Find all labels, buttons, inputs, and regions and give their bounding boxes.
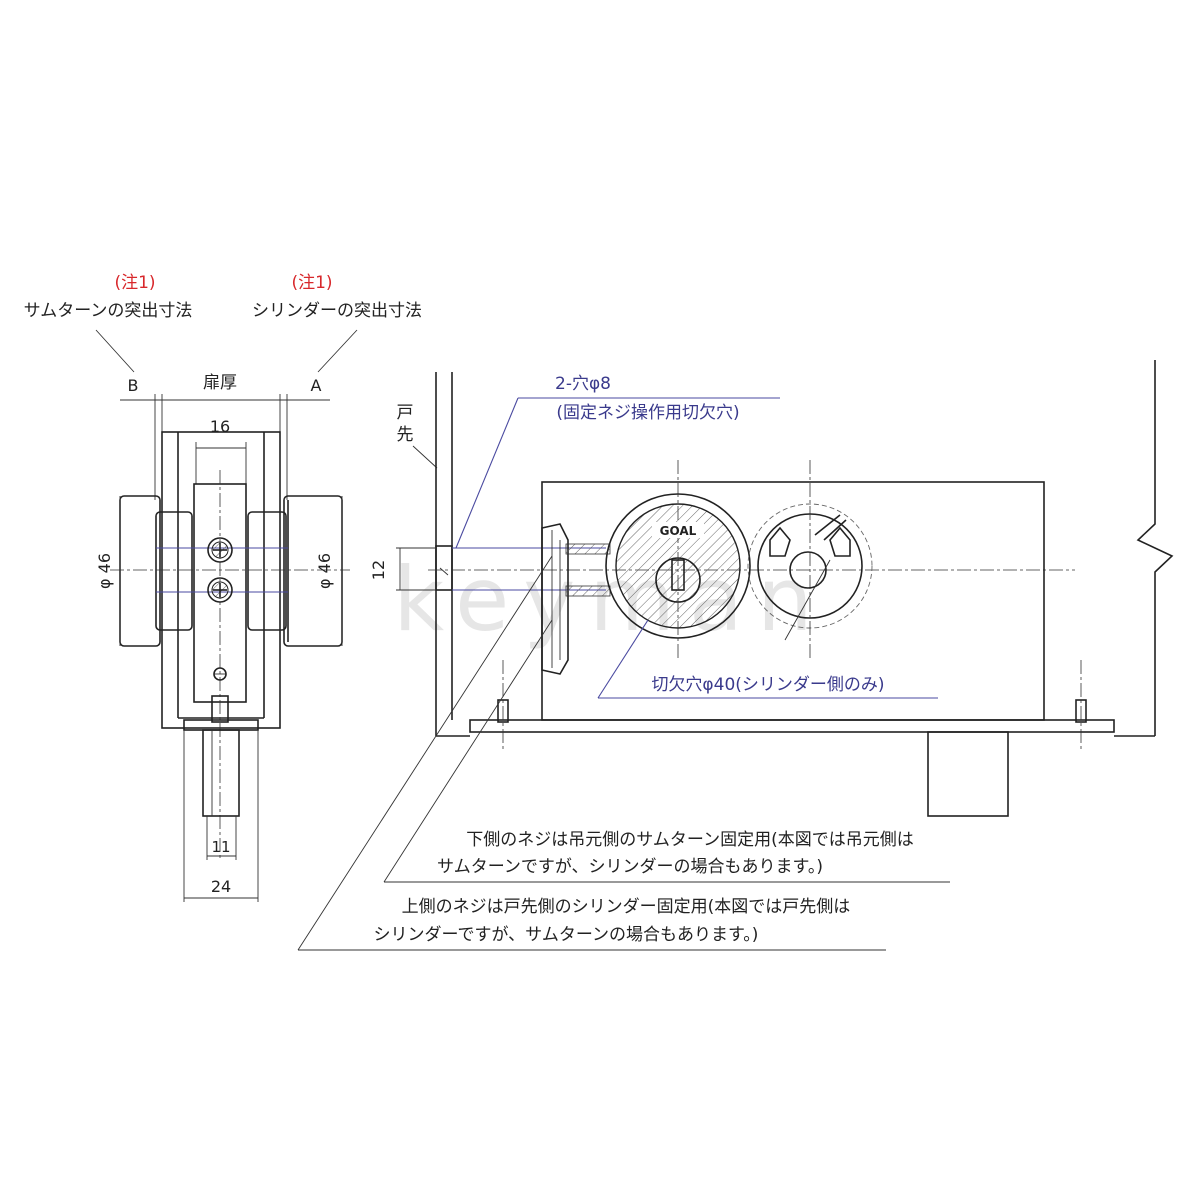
- door-edge-label-1: 戸: [397, 403, 414, 423]
- dim-phi46-left-label: φ 46: [95, 553, 114, 589]
- leader-note-right: [317, 329, 358, 373]
- break-line-right: [1136, 360, 1174, 736]
- latch-hole-mark: [439, 567, 449, 576]
- cutout-note-label: 切欠穴φ40(シリンダー側のみ): [651, 675, 884, 695]
- dim-phi46-right-label: φ 46: [315, 553, 334, 589]
- leader-door-edge: [412, 445, 438, 469]
- front-plate-fixing: [211, 695, 229, 723]
- screw-upper: [207, 537, 233, 563]
- hole-note-line1: 2-穴φ8: [555, 374, 611, 394]
- thumbturn-rose: [119, 495, 161, 647]
- leader-note-left: [95, 329, 135, 373]
- faceplate-end-bracket: [541, 523, 569, 675]
- note-lower-leader: [383, 619, 553, 883]
- fixing-screw-threads: [565, 543, 611, 597]
- cylinder-brand-label: GOAL: [660, 524, 697, 538]
- latch-hole-in-edge: [435, 545, 453, 591]
- screw-bottom: [213, 667, 227, 681]
- note-left-tag: (注1): [114, 273, 155, 293]
- cylinder-base: [247, 511, 287, 631]
- hole-note-line2: (固定ネジ操作用切欠穴): [556, 403, 739, 423]
- mounting-plate: [469, 719, 1115, 733]
- note-lower-line1: 下側のネジは吊元側のサムターン固定用(本図では吊元側は: [466, 830, 913, 850]
- watermark-text: keyman: [393, 548, 826, 651]
- door-edge-label-2: 先: [397, 425, 414, 445]
- dim-16-label: 16: [210, 417, 230, 436]
- door-thickness-label: 扉厚: [203, 373, 237, 393]
- plate-screw-right: [1075, 660, 1087, 752]
- deadbolt-box: [927, 731, 1009, 817]
- dim-12-label: 12: [369, 560, 388, 580]
- plate-screw-left: [497, 660, 509, 752]
- cylinder-front: GOAL: [605, 460, 751, 660]
- front-view: 戸 先 2-穴φ8 (固定ネジ操作用切欠穴) 12: [297, 360, 1174, 951]
- side-view: (注1) サムターンの突出寸法 (注1) シリンダーの突出寸法 B A 扉厚 1…: [24, 273, 422, 902]
- note-right-label: シリンダーの突出寸法: [252, 301, 422, 321]
- note-left-label: サムターンの突出寸法: [24, 301, 193, 321]
- latch-bolt-side: [202, 729, 240, 817]
- note-right-tag: (注1): [291, 273, 332, 293]
- note-upper-line1: 上側のネジは戸先側のシリンダー固定用(本図では戸先側は: [402, 897, 851, 917]
- hole-note-leader: [455, 397, 519, 549]
- note-lower-line2: サムターンですが、シリンダーの場合もあります。): [437, 857, 823, 877]
- door-panel-section: [161, 431, 281, 729]
- note-upper-leader: [297, 555, 553, 951]
- ref-label-a: A: [311, 376, 322, 395]
- dim-11-label: 11: [211, 838, 230, 856]
- note-upper-line2: シリンダーですが、サムターンの場合もあります。): [374, 925, 759, 945]
- thumbturn-base: [155, 511, 193, 631]
- cutout-note-leader: [597, 619, 649, 699]
- dim-24-label: 24: [211, 877, 231, 896]
- ref-label-b: B: [128, 376, 139, 395]
- screw-lower: [207, 577, 233, 603]
- thumbturn-cam-front: [747, 460, 873, 660]
